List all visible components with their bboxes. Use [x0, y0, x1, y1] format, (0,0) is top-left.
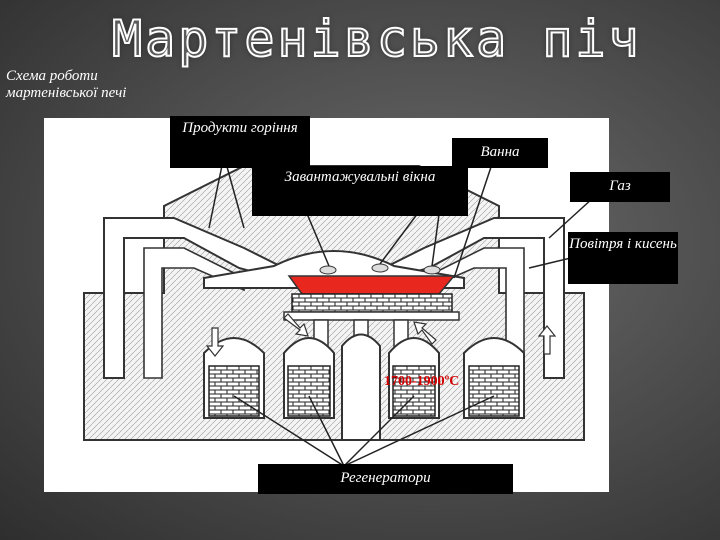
loading-door-3 — [423, 265, 441, 275]
left-inner-channel — [143, 247, 245, 379]
label-combustion-products: Продукти горіння — [170, 116, 310, 168]
loading-door-1 — [319, 265, 337, 275]
regenerator-4 — [463, 337, 525, 419]
slide-title: Мартенівська піч — [111, 9, 642, 69]
hearth-base — [283, 311, 460, 321]
label-loading-windows: Завантажувальні вікна — [252, 166, 468, 216]
hearth — [291, 293, 453, 313]
central-tunnel — [341, 333, 381, 441]
regenerator-1 — [203, 337, 265, 419]
flow-arrows — [205, 313, 557, 357]
diagram-caption: Схема роботи мартенівської печі — [6, 68, 127, 101]
temperature-label: 1700-1900ºС — [384, 374, 460, 389]
regenerator-2 — [283, 337, 335, 419]
molten-bath — [287, 275, 456, 295]
label-air-oxygen: Повітря і кисень — [568, 232, 678, 284]
label-gas: Газ — [570, 172, 670, 202]
furnace-drawing — [83, 155, 605, 467]
regenerator-3 — [388, 337, 440, 419]
loading-door-2 — [371, 263, 389, 273]
label-regenerators: Регенератори — [258, 464, 513, 494]
label-bath: Ванна — [452, 138, 548, 168]
